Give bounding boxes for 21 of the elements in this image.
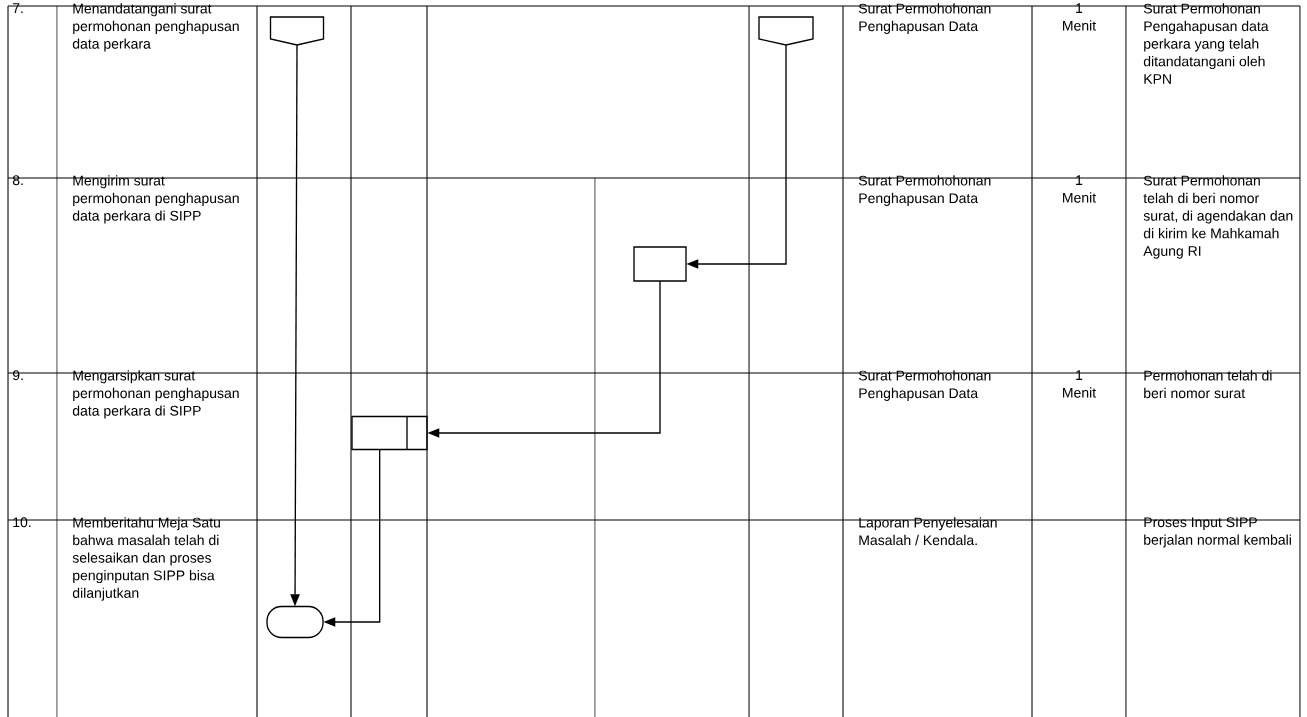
table-cell-text: 1 Menit [1063,370,1096,398]
table-cell-text: Surat Permohohonan Penghapusan Data [858,175,991,206]
table-cell-text: 7. [13,3,23,13]
table-cell-text: Mengirim surat permohonan penghapusan data perkara di SIPP [72,175,239,224]
offpage-connector [269,16,325,46]
table-cell-text: 1 Menit [1063,175,1096,203]
table-cell-text: Permohonan telah di beri nomor surat [1144,370,1272,399]
table-cell-text: Mengarsipkan surat permohonan penghapusan data perkara di SIPP [72,370,239,419]
table-cell-text: 1 Menit [1063,3,1096,31]
table-cell-text: Surat Permohonan Pengahapusan data perkara yang telah ditandatangani oleh KPN [1143,3,1269,84]
table-cell-text: Surat Permohohonan Penghapusan Data [858,370,991,401]
process-box [633,246,687,282]
table-cell-text: 8. [12,175,23,186]
table-cell-text: Laporan Penyelesaian Masalah / Kendala. [859,517,997,546]
terminator-shape [266,605,324,639]
table-cell-text: Surat Permohonan telah di beri nomor surat, di agendakan dan di kirim ke Mahkamah Agung RI [1143,175,1293,259]
table-cell-text: 9. [12,370,23,381]
process-box [351,415,428,451]
table-cell-text: Proses Input SIPP berjalan normal kembali [1144,517,1291,548]
table-cell-text: 10. [13,517,31,528]
offpage-connector [758,16,814,46]
